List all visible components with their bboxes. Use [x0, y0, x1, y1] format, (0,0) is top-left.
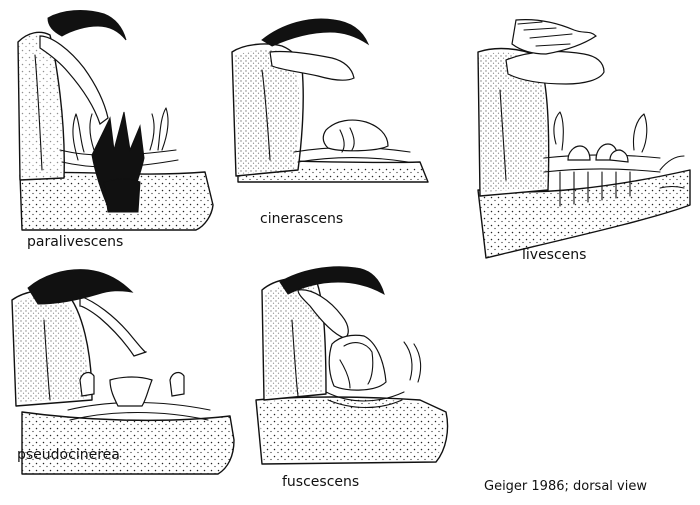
- specimen-label-fuscescens: fuscescens: [282, 474, 360, 490]
- figure-credit: Geiger 1986; dorsal view: [484, 479, 647, 494]
- specimen-drawing-pseudocinerea: [11, 269, 235, 475]
- specimen-label-pseudocinerea: pseudocinerea: [17, 447, 120, 463]
- specimen-drawing-fuscescens: [255, 266, 449, 465]
- specimen-drawing-cinerascens: [231, 18, 429, 183]
- specimen-label-cinerascens: cinerascens: [260, 211, 344, 227]
- specimen-label-livescens: livescens: [522, 247, 587, 263]
- specimen-drawing-livescens: [477, 19, 691, 259]
- specimen-label-paralivescens: paralivescens: [27, 234, 124, 250]
- specimen-drawing-paralivescens: [17, 10, 214, 231]
